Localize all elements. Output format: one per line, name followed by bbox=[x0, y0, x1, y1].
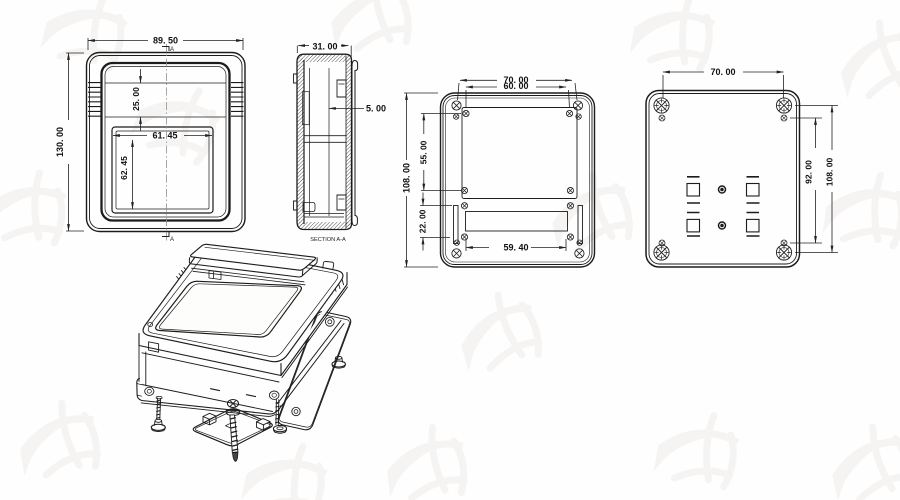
svg-text:55. 00: 55. 00 bbox=[419, 140, 429, 164]
svg-text:A: A bbox=[170, 237, 174, 243]
svg-text:70. 00: 70. 00 bbox=[710, 67, 735, 77]
svg-text:61. 45: 61. 45 bbox=[152, 131, 177, 141]
svg-text:70. 00: 70. 00 bbox=[503, 75, 528, 85]
svg-text:59. 40: 59. 40 bbox=[503, 243, 528, 253]
svg-text:108. 00: 108. 00 bbox=[825, 158, 835, 187]
svg-text:22. 00: 22. 00 bbox=[418, 209, 428, 233]
svg-text:130. 00: 130. 00 bbox=[55, 127, 65, 157]
svg-text:89. 50: 89. 50 bbox=[153, 36, 178, 46]
svg-text:60. 00: 60. 00 bbox=[503, 81, 528, 91]
svg-text:62. 45: 62. 45 bbox=[119, 156, 129, 180]
svg-text:A: A bbox=[170, 47, 174, 53]
svg-text:31. 00: 31. 00 bbox=[312, 41, 337, 51]
svg-text:25. 00: 25. 00 bbox=[131, 87, 141, 111]
svg-text:108. 00: 108. 00 bbox=[402, 163, 412, 193]
svg-text:5. 00: 5. 00 bbox=[366, 104, 386, 114]
svg-text:SECTION A-A: SECTION A-A bbox=[310, 237, 346, 243]
svg-text:92. 00: 92. 00 bbox=[804, 160, 814, 184]
